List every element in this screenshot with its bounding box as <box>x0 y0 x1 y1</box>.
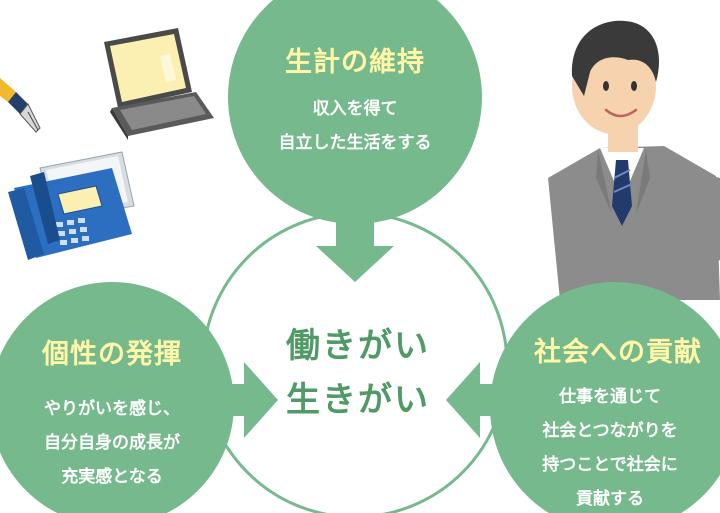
circle-livelihood: 生計の維持 収入を得て 自立した生活をする <box>228 0 482 224</box>
circle-individuality-line-3: 充実感となる <box>61 467 163 487</box>
businessman-illustration <box>548 20 720 300</box>
circle-social-contribution-body: 仕事を通じて 社会とつながりを 持つことで社会に 貢献する <box>520 380 700 513</box>
circle-livelihood-title: 生計の維持 <box>285 47 425 78</box>
circle-individuality: 個性の発揮 やりがいを感じ、 自分自身の成長が 充実感となる <box>0 282 234 513</box>
laptop-icon <box>104 28 214 140</box>
circle-social-contribution: 社会への貢献 仕事を通じて 社会とつながりを 持つことで社会に 貢献する <box>490 282 720 513</box>
circle-livelihood-body: 収入を得て 自立した生活をする <box>228 92 482 160</box>
circle-social-contribution-line-3: 持つことで社会に <box>542 455 678 475</box>
fountain-pen-icon <box>0 78 41 133</box>
arrow-down <box>316 218 394 282</box>
circle-social-contribution-line-4: 貢献する <box>576 489 644 509</box>
circle-individuality-line-2: 自分自身の成長が <box>44 433 180 453</box>
arrow-left <box>446 362 502 438</box>
circle-social-contribution-line-1: 仕事を通じて <box>559 387 661 407</box>
circle-livelihood-line-1: 収入を得て <box>312 99 398 119</box>
arrow-right <box>222 362 278 438</box>
fax-machine-icon <box>8 151 135 260</box>
circle-individuality-title: 個性の発揮 <box>42 339 182 370</box>
circle-livelihood-line-2: 自立した生活をする <box>278 133 432 153</box>
center-text-worth-working: 働きがい <box>286 326 430 366</box>
center-text-worth-living: 生きがい <box>286 380 430 420</box>
circle-social-contribution-line-2: 社会とつながりを <box>542 421 678 441</box>
circle-individuality-body: やりがいを感じ、 自分自身の成長が 充実感となる <box>0 392 234 494</box>
circle-social-contribution-title: 社会への貢献 <box>534 337 702 368</box>
circle-individuality-line-1: やりがいを感じ、 <box>44 399 180 419</box>
